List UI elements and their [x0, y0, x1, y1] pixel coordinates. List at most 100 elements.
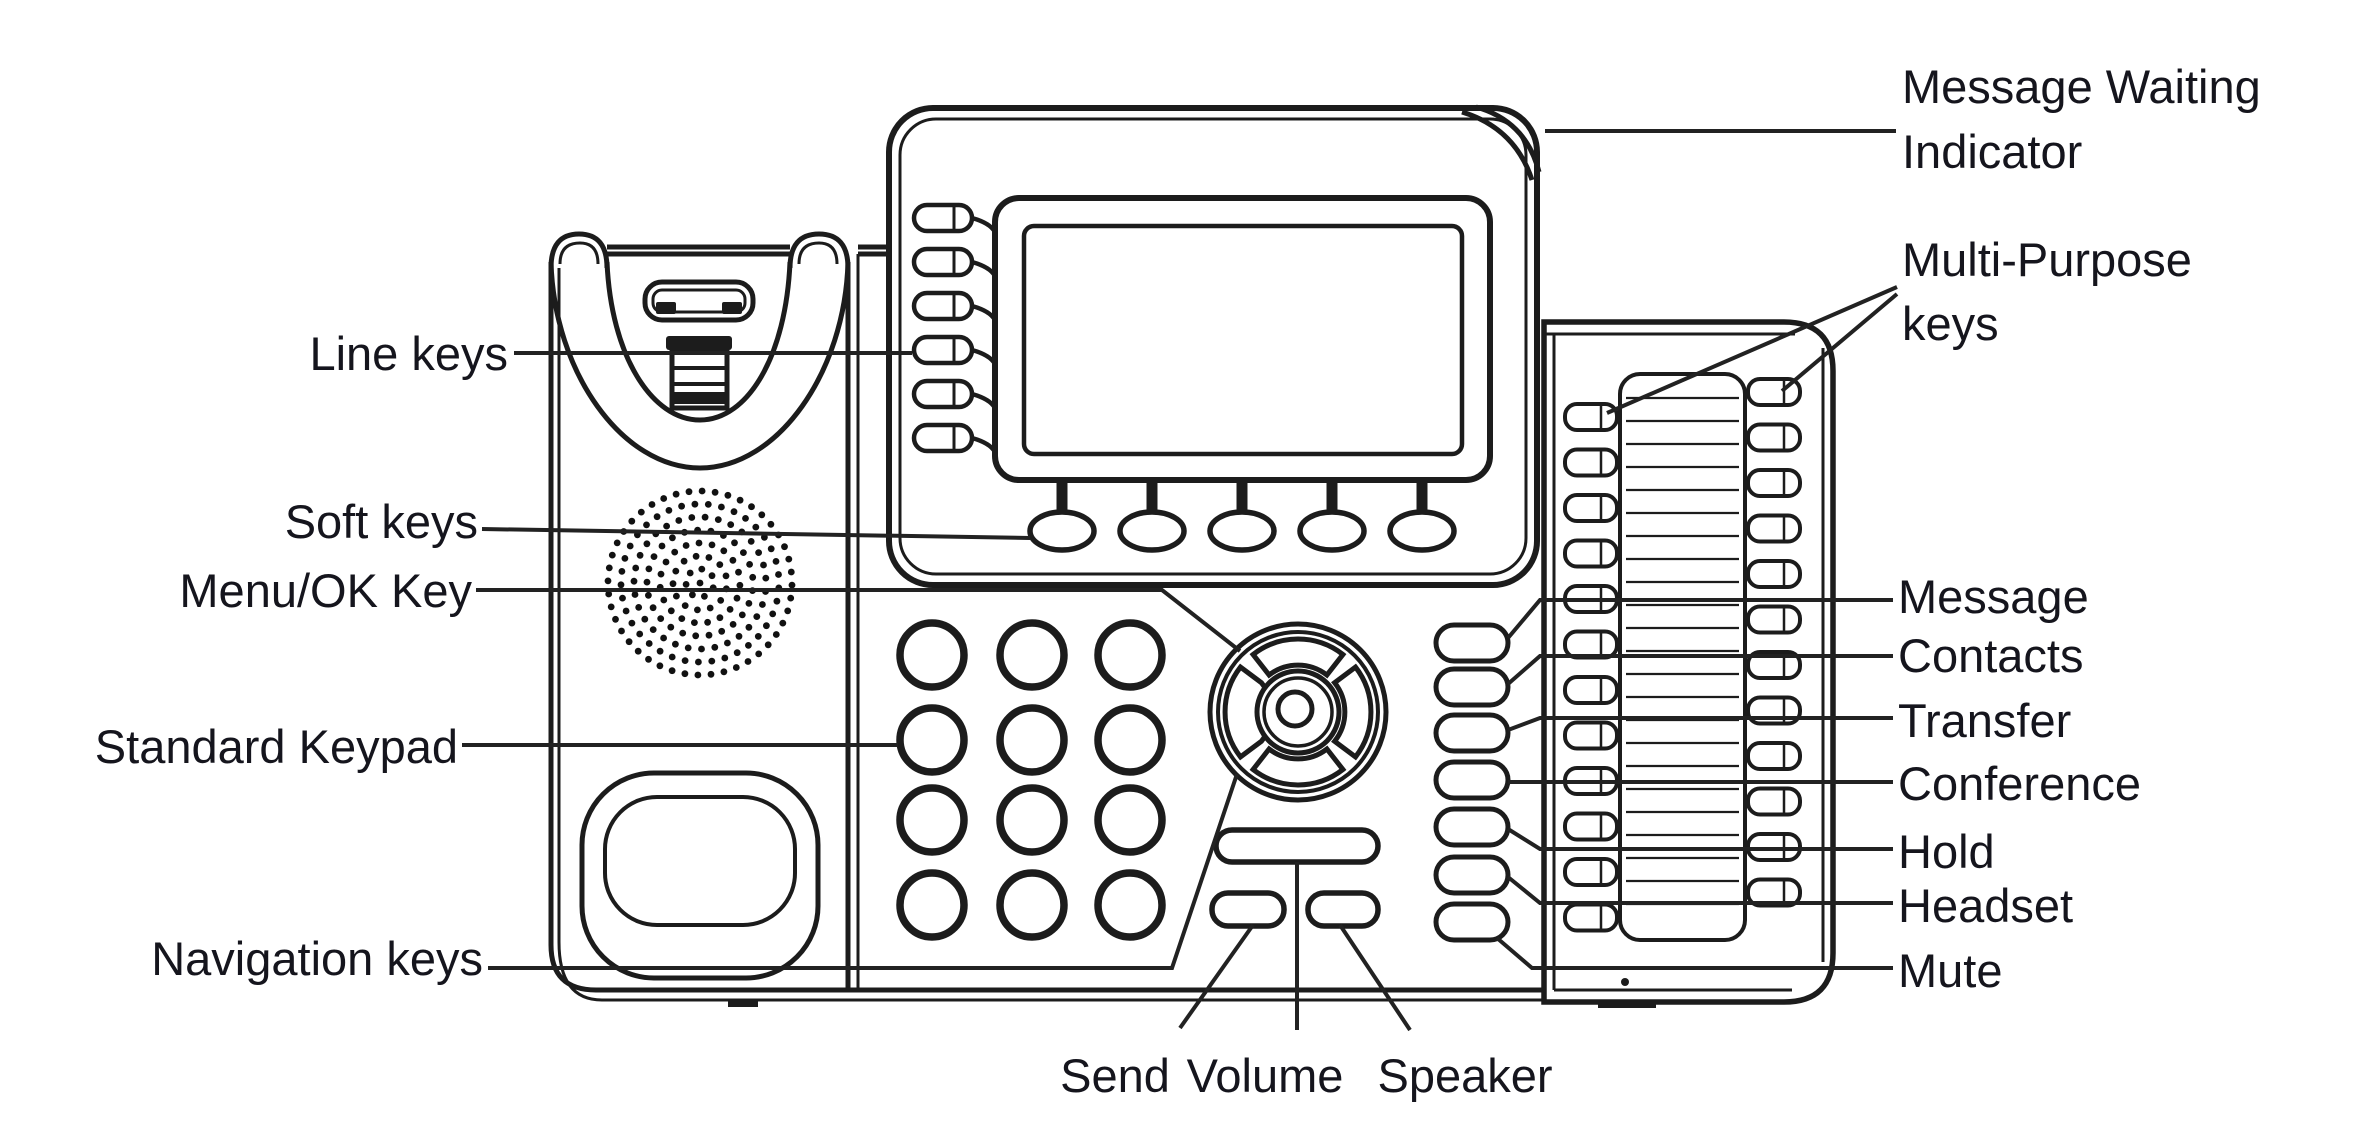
speaker-grille-dot — [657, 615, 665, 622]
nav-up-arrow — [1249, 636, 1347, 679]
speaker-grille-dot — [608, 551, 616, 559]
speaker-grille-dot — [752, 523, 760, 531]
speaker-grille-dot — [746, 561, 753, 568]
speaker-grille-dot — [730, 508, 738, 516]
callout-message-waiting-1: Message Waiting — [1902, 60, 2261, 113]
speaker-grille-dot — [692, 632, 700, 640]
speaker-grille-dot — [708, 572, 716, 580]
keypad-key — [1094, 784, 1166, 856]
menu-ok-button-outer — [1254, 668, 1342, 756]
cradle-left-post — [548, 231, 610, 269]
speaker-grille-dot — [645, 591, 652, 599]
speaker-grille-dot — [695, 539, 703, 547]
speaker-grille-dot — [672, 490, 680, 498]
speaker-grille-dot — [769, 610, 777, 618]
speaker-grille-dot — [721, 654, 729, 662]
speaker-grille-dot — [671, 548, 679, 556]
soft-key — [1027, 509, 1097, 553]
line-key-tail — [971, 435, 997, 454]
speaker-grille-dot — [716, 614, 724, 622]
speaker-grille-dot — [630, 577, 638, 585]
multi-purpose-key — [1746, 513, 1802, 544]
speaker-grille-dot — [748, 503, 755, 511]
callout-line-keys: Line keys — [309, 327, 508, 380]
multi-purpose-key — [1563, 675, 1619, 705]
speaker-grille-dot — [631, 591, 639, 598]
speaker-grille-dot — [724, 639, 731, 647]
keypad-key — [896, 784, 968, 856]
mpk-left-column — [1563, 402, 1619, 933]
speaker-grille-dot — [698, 645, 705, 653]
speaker-grille-dot — [607, 603, 615, 611]
line-key-tail — [971, 391, 997, 410]
leader-multi-purpose-2 — [1780, 292, 1899, 393]
speaker-grille-dot — [720, 547, 728, 555]
speaker-grille-dot — [669, 534, 676, 542]
cradle-bowl-inner — [604, 261, 793, 423]
keypad-key — [896, 869, 968, 941]
mpk-panel-inner-lines — [1544, 332, 1825, 992]
speaker-grille-dot — [679, 629, 687, 637]
speaker-key — [1305, 890, 1381, 929]
speaker-grille-dot — [785, 555, 793, 563]
speaker-grille-dot — [722, 572, 730, 580]
speaker-grille-dot — [787, 568, 795, 576]
speaker-grille-dot — [691, 500, 699, 508]
display-unit — [886, 104, 1542, 588]
callout-multi-purpose-1: Multi-Purpose — [1902, 233, 2192, 286]
phone-body — [548, 231, 1544, 1007]
mpk-foot-tab — [1598, 1001, 1656, 1008]
speaker-grille-dot — [716, 561, 724, 568]
multi-purpose-key — [1563, 629, 1619, 660]
speaker-grille-dot — [704, 618, 711, 626]
speaker-grille-dot — [612, 615, 619, 623]
hook-clip-lines — [672, 366, 727, 386]
multi-purpose-key — [1563, 447, 1619, 478]
body-top-edge — [607, 244, 889, 257]
speaker-grille-dot — [758, 511, 766, 519]
speaker-grille-dot — [635, 604, 643, 611]
function-keys — [1433, 622, 1511, 943]
speaker-grille-dot — [684, 644, 692, 652]
speaker-grille-dot — [667, 607, 675, 615]
speaker-grille-dot — [695, 658, 702, 666]
callout-message: Message — [1898, 570, 2089, 623]
speaker-grille-dot — [788, 581, 796, 589]
cradle-right-post — [787, 231, 851, 269]
multi-purpose-key — [1746, 422, 1802, 453]
nav-ring-outer — [1207, 621, 1389, 803]
speaker-grille-dot — [787, 594, 795, 602]
speaker-grille-dot — [628, 517, 636, 525]
callout-message-waiting-2: Indicator — [1902, 125, 2082, 178]
speaker-grille-dot — [669, 580, 677, 588]
speaker-grille-dot — [681, 602, 689, 609]
speaker-grille-dot — [625, 638, 633, 646]
speaker-grille-dot — [645, 655, 652, 663]
keypad-key — [1094, 619, 1166, 691]
speaker-grille-dot — [691, 619, 698, 626]
speaker-grille-dot — [773, 597, 781, 605]
cradle-slot-tab-right — [722, 302, 742, 314]
speaker-grille-dot — [613, 539, 621, 547]
speaker-grille-dot — [744, 658, 752, 665]
speaker-grille-dot — [619, 594, 626, 602]
function-key — [1433, 806, 1511, 848]
callout-hold: Hold — [1898, 825, 1995, 878]
speaker-grille-dot — [720, 668, 728, 676]
multi-purpose-key — [1563, 402, 1619, 432]
speaker-grille-dot — [717, 597, 725, 604]
speaker-grille-dot — [643, 578, 651, 586]
function-key — [1433, 901, 1511, 943]
speaker-grille-dot — [733, 594, 741, 602]
speaker-grille-dot — [665, 507, 673, 514]
soft-key — [1207, 509, 1277, 553]
keypad-key — [996, 704, 1068, 776]
speaker-grille-dot — [733, 649, 741, 657]
speaker-grille-dot — [696, 579, 704, 587]
speaker-grille-dot — [660, 495, 668, 502]
soft-key — [1387, 509, 1457, 553]
message-waiting-indicator — [1461, 104, 1542, 181]
cradle-slot-inner — [651, 288, 747, 314]
soft-key — [1297, 509, 1367, 553]
